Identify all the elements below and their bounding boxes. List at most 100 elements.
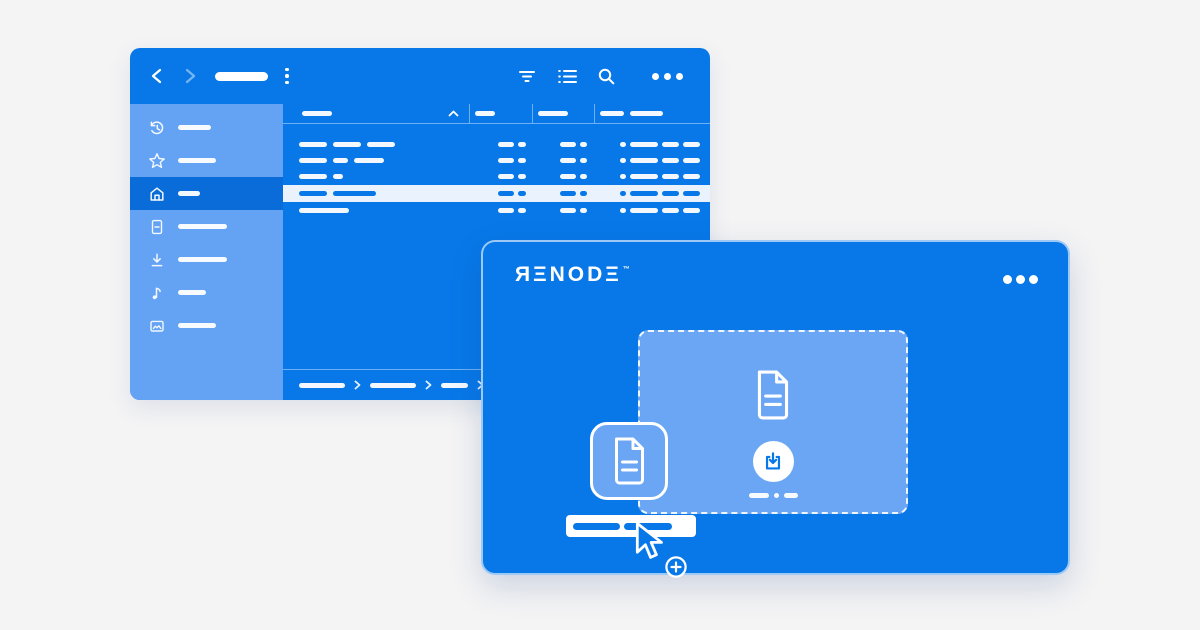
placeholder-bar [683, 158, 700, 164]
dropzone-placeholder-bars [748, 493, 798, 498]
list-view-icon[interactable] [558, 48, 577, 104]
kebab-menu-icon[interactable] [285, 48, 289, 104]
more-menu-icon[interactable] [1003, 275, 1038, 284]
placeholder-bar [299, 382, 345, 388]
table-cell [533, 158, 595, 164]
placeholder-bar [333, 174, 343, 180]
placeholder-bar [580, 207, 587, 213]
placeholder-bar [630, 174, 658, 180]
column-header-type[interactable] [533, 104, 595, 123]
home-icon [148, 185, 166, 203]
add-plus-icon [664, 555, 688, 584]
file-name-cell [283, 158, 470, 164]
table-cell [595, 191, 710, 197]
column-header-size[interactable] [470, 104, 533, 123]
placeholder-bar [498, 191, 514, 197]
explorer-toolbar [130, 48, 710, 104]
sidebar-item-document[interactable] [130, 210, 283, 243]
filter-icon[interactable] [519, 48, 535, 104]
table-row[interactable] [283, 136, 710, 152]
placeholder-bar [333, 191, 376, 197]
table-cell [533, 174, 595, 180]
placeholder-bar [580, 158, 587, 164]
renode-logo: ЯΞNODΞ™ [515, 263, 630, 286]
placeholder-bar [178, 323, 216, 328]
table-cell [470, 207, 533, 213]
chevron-right-icon [425, 380, 432, 390]
placeholder-bar [620, 207, 626, 213]
table-cell [533, 191, 595, 197]
table-cell [595, 174, 710, 180]
explorer-sidebar [130, 104, 283, 400]
placeholder-bar [560, 207, 576, 213]
placeholder-bar [662, 191, 679, 197]
placeholder-bar [299, 141, 327, 147]
placeholder-bar [178, 158, 216, 163]
placeholder-bar [367, 141, 395, 147]
table-row[interactable] [283, 152, 710, 168]
placeholder-bar [560, 158, 576, 164]
trademark-symbol: ™ [622, 266, 630, 273]
back-chevron-icon[interactable] [148, 48, 164, 104]
placeholder-bar [560, 191, 576, 197]
placeholder-bar [498, 158, 514, 164]
table-cell [595, 141, 710, 147]
sort-asc-icon [448, 110, 459, 117]
placeholder-bar [748, 493, 769, 498]
file-name-cell [283, 191, 470, 197]
sidebar-item-star[interactable] [130, 144, 283, 177]
table-header[interactable] [283, 104, 710, 124]
placeholder-bar [475, 111, 495, 116]
download-icon [148, 251, 166, 269]
placeholder-bar [620, 141, 626, 147]
table-row[interactable] [283, 185, 710, 203]
file-dropzone[interactable] [638, 330, 908, 514]
history-icon [148, 119, 166, 137]
table-cell [470, 174, 533, 180]
table-row[interactable] [283, 202, 710, 218]
table-row[interactable] [283, 169, 710, 185]
placeholder-bar [178, 290, 206, 295]
table-cell [470, 191, 533, 197]
sidebar-item-image[interactable] [130, 309, 283, 342]
sidebar-item-music[interactable] [130, 276, 283, 309]
placeholder-bar [683, 174, 700, 180]
placeholder-bar [560, 141, 576, 147]
address-pill[interactable] [215, 72, 268, 81]
table-cell [470, 158, 533, 164]
document-icon [614, 437, 644, 485]
placeholder-bar [573, 522, 620, 530]
image-icon [148, 317, 166, 335]
more-menu-icon[interactable] [652, 48, 683, 104]
import-circle-icon[interactable] [752, 441, 794, 482]
sidebar-item-history[interactable] [130, 111, 283, 144]
table-cell [470, 141, 533, 147]
placeholder-bar [354, 158, 384, 164]
sidebar-item-home[interactable] [130, 177, 283, 210]
placeholder-bar [498, 207, 514, 213]
column-header-modified[interactable] [595, 104, 710, 123]
renode-upload-window: ЯΞNODΞ™ [481, 240, 1070, 578]
dragged-file-card[interactable] [590, 422, 668, 500]
placeholder-bar [518, 158, 526, 164]
file-explorer-window [130, 48, 710, 400]
placeholder-bar [580, 174, 587, 180]
table-rows [283, 136, 710, 219]
placeholder-bar [662, 158, 679, 164]
placeholder-bar [178, 125, 211, 130]
placeholder-bar [600, 111, 624, 116]
placeholder-bar [538, 111, 568, 116]
search-icon[interactable] [597, 48, 615, 104]
placeholder-bar [441, 382, 468, 388]
table-cell [533, 141, 595, 147]
forward-chevron-icon[interactable] [182, 48, 198, 104]
placeholder-bar [178, 191, 200, 196]
placeholder-bar [498, 174, 514, 180]
music-icon [148, 284, 166, 302]
sidebar-item-download[interactable] [130, 243, 283, 276]
placeholder-bar [518, 207, 526, 213]
placeholder-bar [518, 191, 526, 197]
placeholder-bar [299, 191, 327, 197]
column-header-name[interactable] [283, 104, 470, 123]
placeholder-bar [624, 522, 672, 530]
